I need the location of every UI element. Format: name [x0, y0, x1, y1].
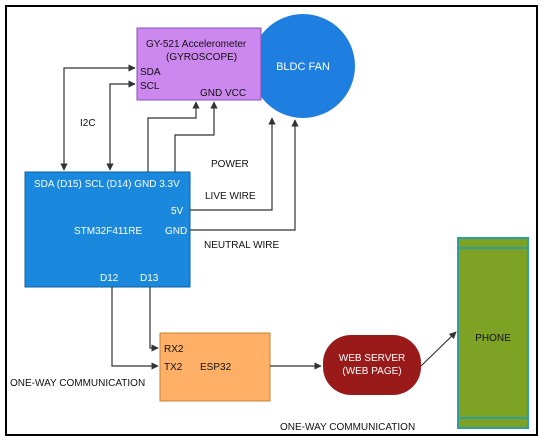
stm32-pin-d13: D13 — [140, 273, 159, 284]
phone-block: PHONE — [457, 237, 529, 429]
web-server-line2: (WEB PAGE) — [342, 366, 401, 377]
stm32-pin-d12: D12 — [100, 273, 119, 284]
web-server-box — [323, 335, 421, 395]
stm32-pins-top: SDA (D15) SCL (D14) GND 3.3V — [34, 179, 180, 190]
diagram-frame — [5, 5, 538, 436]
accelerometer-pin-scl: SCL — [140, 81, 160, 92]
accelerometer-title: GY-521 Accelerometer — [146, 39, 247, 50]
d12-tx-line — [111, 287, 159, 370]
i2c-label: I2C — [80, 118, 96, 129]
web-server-block: WEB SERVER (WEB PAGE) — [323, 335, 421, 395]
bldc-fan: BLDC FAN — [251, 14, 355, 118]
accelerometer-box — [136, 27, 262, 101]
power-label: POWER — [211, 159, 249, 170]
stm32-block: SDA (D15) SCL (D14) GND 3.3V 5V GND STM3… — [24, 171, 191, 288]
esp32-pin-tx2: TX2 — [164, 362, 183, 373]
d13-rx-line — [149, 287, 159, 352]
neutral-wire-label: NEUTRAL WIRE — [204, 240, 280, 251]
one-way-bottom-label: ONE-WAY COMMUNICATION — [280, 422, 415, 433]
accelerometer-subtitle: (GYROSCOPE) — [166, 52, 237, 63]
phone-box — [457, 237, 529, 429]
esp32-box — [159, 332, 271, 402]
power-vcc-line — [174, 101, 218, 172]
i2c-scl-line — [106, 80, 136, 171]
esp32-name: ESP32 — [200, 362, 232, 373]
accelerometer-pins-power: GND VCC — [200, 88, 246, 99]
stm32-name: STM32F411RE — [74, 226, 143, 237]
phone-label: PHONE — [475, 333, 511, 344]
stm32-box — [24, 171, 191, 288]
server-to-phone-line — [420, 331, 457, 367]
stm32-pin-5v: 5V — [171, 206, 184, 217]
accelerometer-pin-sda: SDA — [140, 67, 161, 78]
web-server-line1: WEB SERVER — [339, 353, 406, 364]
live-wire-line — [190, 117, 276, 211]
one-way-left-label: ONE-WAY COMMUNICATION — [10, 378, 145, 389]
i2c-sda-line — [60, 64, 136, 171]
fan-label: BLDC FAN — [276, 61, 330, 73]
live-wire-label: LIVE WIRE — [205, 191, 256, 202]
power-gnd-line — [147, 101, 200, 172]
stm32-pin-gnd: GND — [165, 226, 187, 237]
esp32-block: RX2 TX2 ESP32 — [159, 332, 271, 402]
esp32-pin-rx2: RX2 — [164, 344, 184, 355]
accelerometer-block: GY-521 Accelerometer (GYROSCOPE) SDA SCL… — [136, 27, 262, 101]
fan-circle — [251, 14, 355, 118]
neutral-wire-line — [190, 119, 299, 231]
